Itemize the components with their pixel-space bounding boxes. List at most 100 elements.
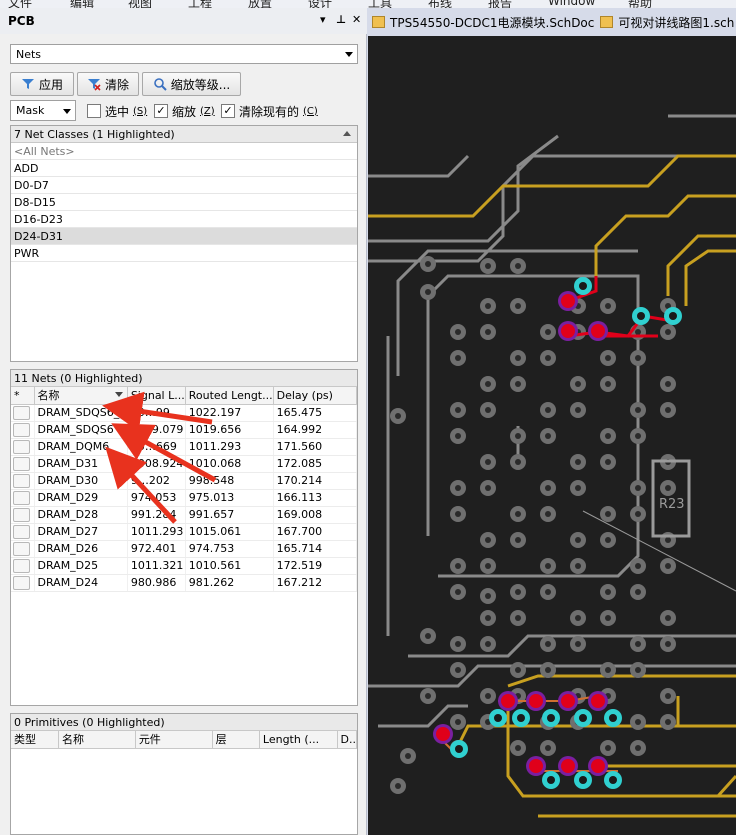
- via-hole: [545, 589, 551, 595]
- pin-icon[interactable]: ⊥: [336, 13, 347, 26]
- via-hole: [635, 511, 641, 517]
- net-class-row[interactable]: PWR: [11, 245, 357, 262]
- col-d[interactable]: D..: [337, 731, 357, 749]
- net-color-swatch[interactable]: [11, 574, 35, 592]
- tab-sch-label: 可视对讲线路图1.sch: [618, 15, 735, 30]
- via-hole: [575, 615, 581, 621]
- nets-table-header: * 名称 Signal L... Routed Lengt... Delay (…: [11, 387, 357, 405]
- col-type[interactable]: 类型: [11, 731, 59, 749]
- col-component[interactable]: 元件: [135, 731, 213, 749]
- select-checkbox-box[interactable]: [87, 104, 101, 118]
- via-hole: [485, 381, 491, 387]
- via-hole: [455, 485, 461, 491]
- net-color-swatch[interactable]: [11, 455, 35, 473]
- highlighted-via-core: [561, 694, 575, 708]
- mask-dropdown[interactable]: Mask: [10, 100, 76, 121]
- net-class-row[interactable]: ADD: [11, 160, 357, 177]
- via-hole: [605, 537, 611, 543]
- net-class-row[interactable]: D16-D23: [11, 211, 357, 228]
- col-name[interactable]: 名称: [34, 387, 128, 405]
- net-color-swatch[interactable]: [11, 421, 35, 439]
- col-routed-length[interactable]: Routed Lengt...: [185, 387, 274, 405]
- net-color-swatch[interactable]: [11, 404, 35, 422]
- copper-trace: [368, 154, 736, 218]
- clear-button[interactable]: 清除: [77, 72, 139, 96]
- highlighted-via-core: [529, 759, 543, 773]
- via-hole: [515, 615, 521, 621]
- net-class-row[interactable]: D0-D7: [11, 177, 357, 194]
- via-hole: [665, 719, 671, 725]
- net-class-row[interactable]: D8-D15: [11, 194, 357, 211]
- net-signal-length: 974.053: [127, 489, 186, 507]
- net-delay: 166.113: [273, 489, 357, 507]
- col-layer[interactable]: 层: [212, 731, 260, 749]
- via-hole: [515, 589, 521, 595]
- net-color-swatch[interactable]: [11, 557, 35, 575]
- col-star[interactable]: *: [11, 387, 35, 405]
- menu-fragment: 帮助: [628, 0, 653, 8]
- net-color-swatch[interactable]: [11, 489, 35, 507]
- net-color-swatch[interactable]: [11, 438, 35, 456]
- pcb-editor[interactable]: TPS54550-DCDC1电源模块.SchDoc 可视对讲线路图1.sch R…: [368, 8, 736, 835]
- copper-trace: [666, 234, 736, 296]
- tab-schdoc-label: TPS54550-DCDC1电源模块.SchDoc: [390, 15, 595, 30]
- via-hole: [665, 329, 671, 335]
- via-hole: [575, 459, 581, 465]
- net-class-row-selected[interactable]: D24-D31: [11, 228, 357, 245]
- col-delay[interactable]: Delay (ps): [273, 387, 357, 405]
- via-hole: [605, 745, 611, 751]
- select-checkbox[interactable]: 选中 (S): [87, 102, 147, 120]
- net-color-swatch[interactable]: [11, 523, 35, 541]
- via-hole: [425, 693, 431, 699]
- via-hole: [545, 745, 551, 751]
- copper-trace: [684, 249, 736, 306]
- sort-up-icon[interactable]: [343, 131, 351, 136]
- net-color-swatch[interactable]: [11, 472, 35, 490]
- highlighted-via-core: [591, 759, 605, 773]
- clear-existing-checkbox-box[interactable]: ✓: [221, 104, 235, 118]
- col-length[interactable]: Length (...: [259, 731, 338, 749]
- tab-schdoc[interactable]: TPS54550-DCDC1电源模块.SchDoc: [372, 14, 594, 31]
- clear-existing-checkbox[interactable]: ✓ 清除现有的 (C): [221, 102, 318, 120]
- zoom-level-button[interactable]: 缩放等级...: [142, 72, 241, 96]
- net-class-row[interactable]: <All Nets>: [11, 143, 357, 160]
- clear-existing-label: 清除现有的: [239, 104, 300, 119]
- net-signal-length: 10…669: [127, 438, 186, 456]
- filter-icon: [21, 79, 34, 89]
- net-color-swatch[interactable]: [11, 540, 35, 558]
- via-hole: [485, 593, 491, 599]
- via-hole: [605, 433, 611, 439]
- via-hole: [545, 485, 551, 491]
- tab-sch[interactable]: 可视对讲线路图1.sch: [600, 14, 734, 31]
- zoom-checkbox-box[interactable]: ✓: [154, 104, 168, 118]
- col-signal-length[interactable]: Signal L...: [127, 387, 186, 405]
- apply-button[interactable]: 应用: [10, 72, 74, 96]
- panel-menu-icon[interactable]: ▾: [320, 13, 326, 26]
- menu-fragment: 编辑: [70, 0, 95, 8]
- pcb-canvas[interactable]: R23: [368, 36, 736, 835]
- col-prim-name[interactable]: 名称: [58, 731, 136, 749]
- routing-trace: [368, 134, 559, 243]
- net-color-swatch[interactable]: [11, 506, 35, 524]
- close-icon[interactable]: ✕: [352, 13, 362, 26]
- via-hole: [545, 667, 551, 673]
- via-hole: [665, 381, 671, 387]
- net-signal-length: 972.401: [127, 540, 186, 558]
- net-name: DRAM_D30: [34, 472, 128, 490]
- via-hole: [455, 433, 461, 439]
- zoom-checkbox[interactable]: ✓ 缩放 (Z): [154, 102, 215, 120]
- via-hole: [515, 745, 521, 751]
- via-hole: [635, 329, 641, 335]
- mode-dropdown[interactable]: Nets: [10, 44, 358, 64]
